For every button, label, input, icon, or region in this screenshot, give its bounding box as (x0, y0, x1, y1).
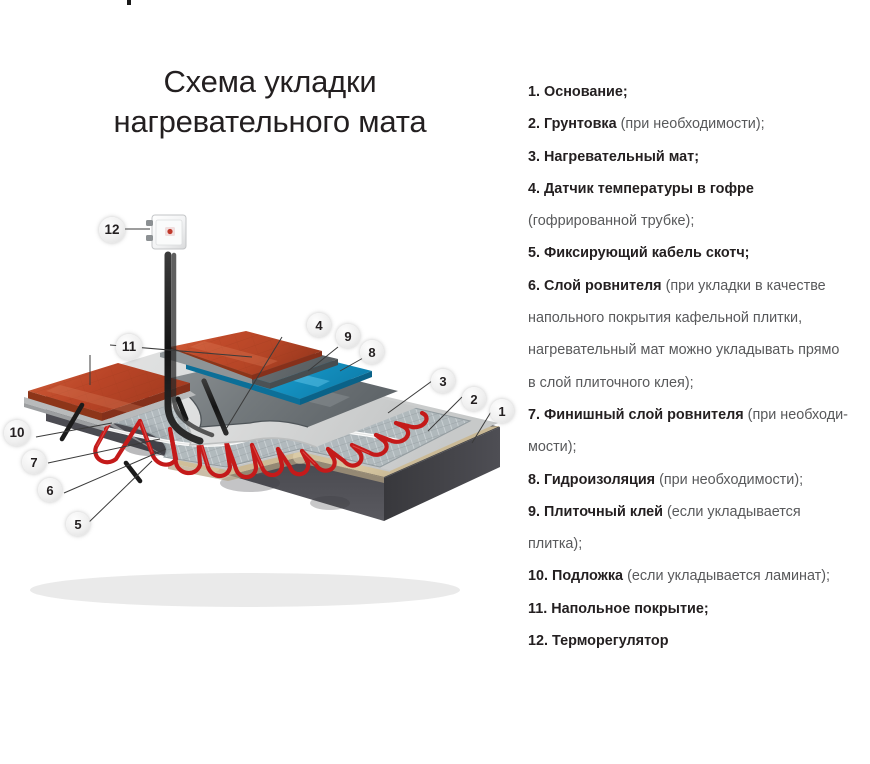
thermostat-unit (146, 214, 215, 445)
legend-item-2-number: 2. (528, 116, 541, 133)
legend-item-9-continuation: плитка); (528, 528, 868, 560)
callout-12[interactable]: 12 (99, 217, 125, 243)
legend-item-2-name: Грунтовка (544, 116, 617, 133)
top-edge-artifact (127, 0, 131, 5)
legend-item-9: 9. Плиточный клей (если укладывается (528, 496, 868, 528)
legend-list: 1. Основание; 2. Грунтовка (при необходи… (528, 76, 868, 657)
legend-item-9-number: 9. (528, 503, 541, 520)
legend-item-7: 7. Финишный слой ровнителя (при необходи… (528, 399, 868, 431)
legend-item-10-number: 10. (528, 568, 549, 585)
legend-item-11: 11. Напольное покрытие; (528, 593, 868, 625)
legend-item-6-number: 6. (528, 277, 541, 294)
callout-4[interactable]: 4 (307, 313, 331, 337)
legend-item-4: 4. Датчик температуры в гофре (528, 173, 868, 205)
legend-item-1: 1. Основание; (528, 76, 868, 108)
legend-item-2-note: (при необходимости); (620, 116, 765, 133)
legend-item-7-note: (при необходи- (747, 406, 848, 423)
page-title: Схема укладки нагревательного мата (60, 62, 480, 142)
callout-8[interactable]: 8 (360, 340, 384, 364)
legend-item-1-name: Основание; (544, 84, 628, 100)
legend-item-8-number: 8. (528, 471, 541, 488)
legend-item-5-number: 5. (528, 245, 541, 262)
page-title-line-2: нагревательного мата (113, 104, 427, 139)
callout-3[interactable]: 3 (431, 369, 455, 393)
legend-item-9-cont-text: плитка); (528, 536, 583, 553)
legend-item-7-name: Финишный слой ровнителя (544, 406, 744, 423)
callout-11[interactable]: 11 (116, 334, 142, 360)
legend-item-6-continuation-2: напольного покрытия кафельной плитки, (528, 302, 868, 334)
callout-2[interactable]: 2 (462, 387, 486, 411)
legend-item-7-cont-text: мости); (528, 439, 577, 456)
legend-item-6-note: (при укладки в качестве (665, 277, 826, 294)
legend-item-6-cont2-text: напольного покрытия кафельной плитки, (528, 310, 803, 327)
legend-item-4-number: 4. (528, 180, 541, 197)
legend-item-3: 3. Нагревательный мат; (528, 141, 868, 173)
legend-item-6-continuation-3: нагревательный мат можно укладывать прям… (528, 334, 868, 366)
legend-item-7-number: 7. (528, 406, 541, 423)
legend-item-8-note: (при необходимости); (659, 471, 804, 488)
legend-item-4-cont-text: (гофрированной трубке); (528, 213, 695, 230)
legend-item-4-name: Датчик температуры в гофре (544, 180, 754, 197)
legend-item-1-number: 1. (528, 84, 541, 100)
callout-10[interactable]: 10 (4, 420, 30, 446)
page-title-line-1: Схема укладки (163, 64, 377, 99)
legend-item-4-continuation: (гофрированной трубке); (528, 205, 868, 237)
legend-item-3-name: Нагревательный мат; (544, 148, 700, 165)
legend-item-10: 10. Подложка (если укладывается ламинат)… (528, 560, 868, 592)
legend-item-11-name: Напольное покрытие; (551, 600, 709, 617)
legend-item-11-number: 11. (528, 600, 548, 617)
legend-item-12-name: Терморегулятор (552, 633, 669, 650)
legend-item-5-name: Фиксирующий кабель скотч; (544, 245, 750, 262)
callout-7[interactable]: 7 (22, 450, 46, 474)
legend-item-6: 6. Слой ровнителя (при укладки в качеств… (528, 270, 868, 302)
legend-item-6-cont4-text: в слой плиточного клея); (528, 374, 694, 391)
legend-item-3-number: 3. (528, 148, 541, 165)
legend-item-8-name: Гидроизоляция (544, 471, 656, 488)
callout-6[interactable]: 6 (38, 478, 62, 502)
legend-item-12-number: 12. (528, 633, 549, 650)
legend-item-6-name: Слой ровнителя (544, 277, 662, 294)
legend-item-6-cont3-text: нагревательный мат можно укладывать прям… (528, 342, 840, 359)
legend-item-9-name: Плиточный клей (544, 503, 663, 520)
legend-item-5: 5. Фиксирующий кабель скотч; (528, 237, 868, 269)
callout-1[interactable]: 1 (490, 399, 514, 423)
legend-item-7-continuation: мости); (528, 431, 868, 463)
legend-item-8: 8. Гидроизоляция (при необходимости); (528, 464, 868, 496)
callout-9[interactable]: 9 (336, 324, 360, 348)
legend-item-10-name: Подложка (552, 568, 624, 585)
legend-item-6-continuation-4: в слой плиточного клея); (528, 367, 868, 399)
legend-item-9-note: (если укладывается (667, 503, 801, 520)
floor-heating-cutaway-illustration (0, 195, 520, 615)
callout-5[interactable]: 5 (66, 512, 90, 536)
legend-item-12: 12. Терморегулятор (528, 625, 868, 657)
legend-item-10-note: (если укладывается ламинат); (627, 568, 831, 585)
legend-item-2: 2. Грунтовка (при необходимости); (528, 108, 868, 140)
